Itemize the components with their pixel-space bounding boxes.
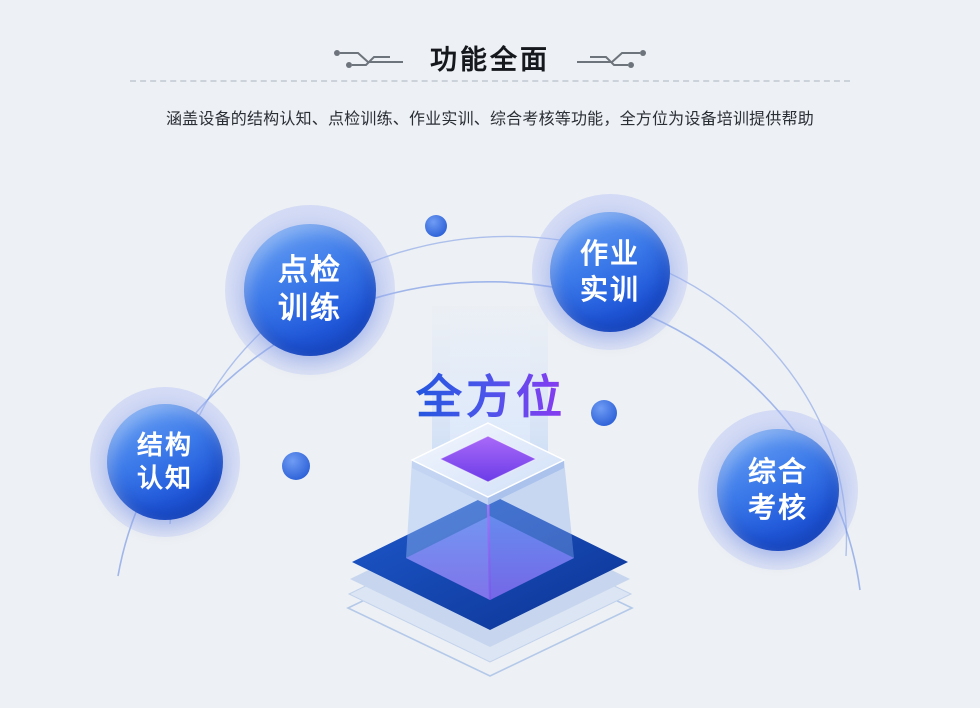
orbit-dot-top xyxy=(425,215,447,237)
center-label: 全方位 xyxy=(416,361,566,427)
top-inner-purple-diamond xyxy=(438,435,538,483)
node-structure-cognition: 结构 认知 xyxy=(90,387,240,537)
cube-right-face xyxy=(488,460,574,600)
node-label-line: 训练 xyxy=(278,292,342,325)
top-plate-left-edge xyxy=(412,460,488,505)
node-label-line: 实训 xyxy=(579,274,640,305)
node-label-line: 作业 xyxy=(579,238,640,270)
orbit-dot-left xyxy=(282,452,310,480)
node-operation-practice: 作业 实训 xyxy=(532,194,688,350)
circuit-ornament-right-icon xyxy=(577,49,646,68)
node-inspection-training: 点检 训练 xyxy=(225,205,395,375)
dashed-divider xyxy=(130,80,850,82)
section-header: 功能全面 xyxy=(0,38,980,77)
node-label-line: 结构 xyxy=(136,429,193,460)
node-circle: 综合 考核 xyxy=(717,429,839,551)
cube-front-edge xyxy=(486,496,492,601)
circuit-ornament-left-icon xyxy=(334,49,403,68)
node-circle: 点检 训练 xyxy=(244,224,376,356)
section-subtitle: 涵盖设备的结构认知、点检训练、作业实训、综合考核等功能，全方位为设备培训提供帮助 xyxy=(165,111,814,128)
node-label-line: 综合 xyxy=(747,456,808,488)
section-title: 功能全面 xyxy=(430,45,550,75)
node-circle: 作业 实训 xyxy=(550,212,670,332)
node-comprehensive-assessment: 综合 考核 xyxy=(698,410,858,570)
isometric-cube-illustration xyxy=(346,306,634,677)
node-label-line: 考核 xyxy=(747,492,808,523)
orbit-dot-right xyxy=(591,400,617,426)
node-label-line: 点检 xyxy=(278,253,342,287)
node-circle: 结构 认知 xyxy=(107,404,223,520)
node-label-line: 认知 xyxy=(136,463,193,493)
top-plate-right-edge xyxy=(488,460,564,505)
orbit-arc-inner xyxy=(169,235,848,557)
